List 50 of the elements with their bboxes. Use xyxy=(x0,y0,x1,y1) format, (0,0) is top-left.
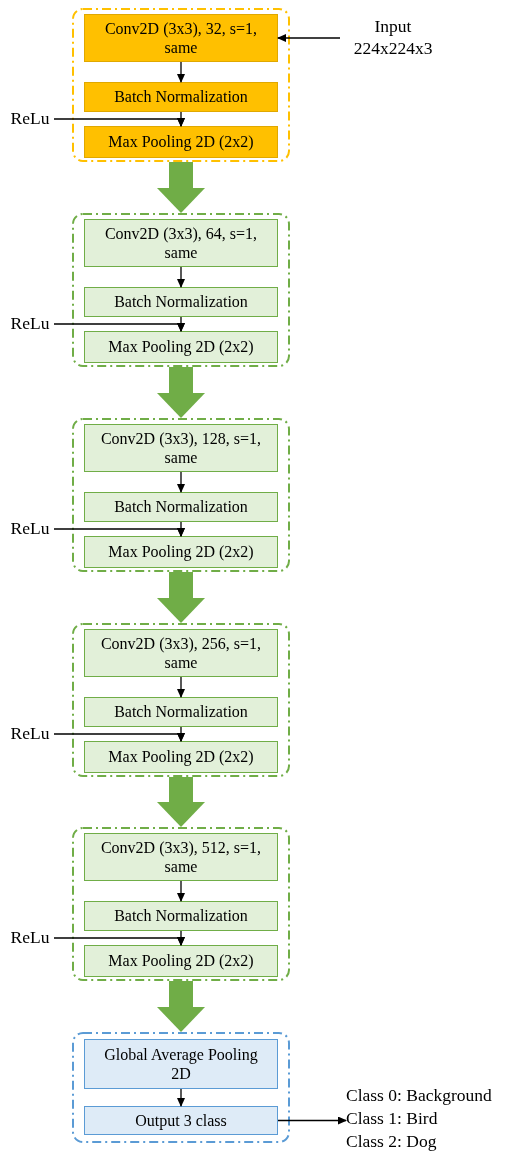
arrow xyxy=(177,880,185,902)
block-frame xyxy=(72,623,290,777)
class-label: Class 0: Background xyxy=(346,1084,493,1107)
layer-box: Max Pooling 2D (2x2) xyxy=(84,945,278,977)
layer-box: Conv2D (3x3), 512, s=1, same xyxy=(84,833,278,881)
block-arrow xyxy=(157,367,205,418)
layer-box: Batch Normalization xyxy=(84,82,278,112)
arrow xyxy=(177,266,185,288)
activation-label: ReLu xyxy=(6,518,54,540)
activation-label: ReLu xyxy=(6,927,54,949)
arrow xyxy=(53,118,185,127)
activation-label: ReLu xyxy=(6,313,54,335)
layer-box: Batch Normalization xyxy=(84,492,278,522)
layer-box: Max Pooling 2D (2x2) xyxy=(84,126,278,158)
layer-box: Max Pooling 2D (2x2) xyxy=(84,536,278,568)
block-arrow xyxy=(157,572,205,623)
block-arrow xyxy=(157,777,205,827)
layer-box: Max Pooling 2D (2x2) xyxy=(84,741,278,773)
arrow xyxy=(277,1116,347,1125)
block-frame xyxy=(72,1032,290,1143)
arrow xyxy=(53,733,185,742)
layer-box: Output 3 class xyxy=(84,1106,278,1135)
layer-box: Conv2D (3x3), 32, s=1, same xyxy=(84,14,278,62)
arrow xyxy=(53,528,185,537)
block-arrow xyxy=(157,162,205,213)
arrow xyxy=(277,34,341,42)
layer-box: Conv2D (3x3), 128, s=1, same xyxy=(84,424,278,472)
class-label: Class 2: Dog xyxy=(346,1130,438,1153)
layer-box: Conv2D (3x3), 64, s=1, same xyxy=(84,219,278,267)
layer-box: Global Average Pooling 2D xyxy=(84,1039,278,1089)
block-frame xyxy=(72,827,290,981)
block-frame xyxy=(72,418,290,572)
activation-label: ReLu xyxy=(6,108,54,130)
layer-box: Batch Normalization xyxy=(84,697,278,727)
layer-box: Max Pooling 2D (2x2) xyxy=(84,331,278,363)
class-label: Class 1: Bird xyxy=(346,1107,439,1130)
layer-box: Batch Normalization xyxy=(84,287,278,317)
arrow xyxy=(177,1088,185,1107)
arrow xyxy=(177,61,185,83)
block-frame xyxy=(72,213,290,367)
layer-box: Batch Normalization xyxy=(84,901,278,931)
activation-label: ReLu xyxy=(6,723,54,745)
arrow xyxy=(53,937,185,946)
block-arrow xyxy=(157,981,205,1032)
arrow xyxy=(177,676,185,698)
layer-box: Conv2D (3x3), 256, s=1, same xyxy=(84,629,278,677)
arrow xyxy=(53,323,185,332)
block-frame xyxy=(72,8,290,162)
arrow xyxy=(177,471,185,493)
input-label: Input 224x224x3 xyxy=(340,14,446,62)
